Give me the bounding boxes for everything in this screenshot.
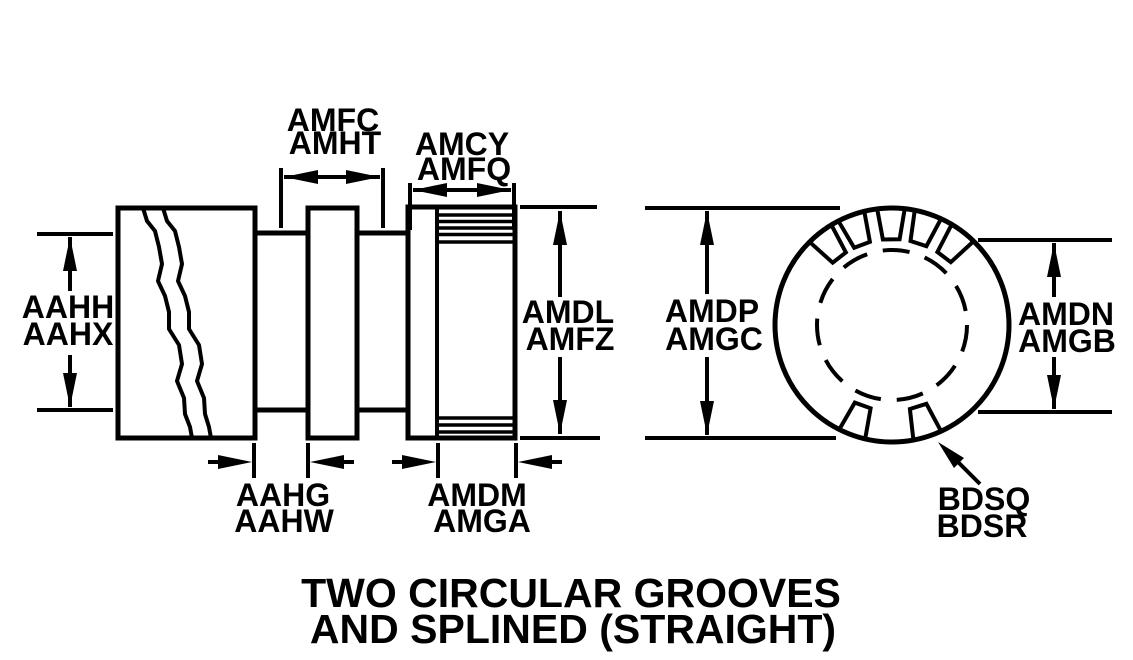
leader-line (953, 457, 982, 486)
arrowhead-right (218, 455, 252, 469)
dim-code: AMCY (415, 126, 509, 162)
arrowhead-left (413, 183, 447, 197)
arrowhead-left (284, 170, 318, 184)
spline-tooth (875, 207, 907, 242)
callout-code: BDSR (937, 508, 1028, 544)
dim-code: AAHH (22, 289, 114, 325)
figure-title-line-1: TWO CIRCULAR GROOVES (301, 570, 841, 616)
dim-code: AMFZ (526, 321, 615, 357)
dim-code: AMGA (433, 503, 531, 539)
break-line-right (161, 207, 213, 439)
dimension-groove-spacing: AMFC AMHT (279, 102, 385, 228)
outer-circle (772, 205, 1012, 445)
dim-code: AMGC (665, 321, 763, 357)
dim-code: AAHG (236, 477, 330, 513)
spline-crest-lines-bottom (437, 416, 515, 434)
dim-code: AMGB (1018, 323, 1116, 359)
shaft-end-view (772, 205, 1012, 445)
dimension-end-view-outside-diameter: AMDP AMGC (645, 206, 840, 440)
arrowhead-up (553, 211, 567, 245)
arrowhead-left (518, 455, 552, 469)
dim-code: AMDP (665, 293, 759, 329)
arrowhead-right (346, 170, 380, 184)
figure-title-line-2: AND SPLINED (STRAIGHT) (310, 606, 836, 652)
splined-end-section (405, 204, 518, 441)
shaft-side-view (115, 204, 518, 441)
spline-tooth (836, 210, 873, 251)
spline-tooth (837, 400, 873, 441)
dim-code: AAHW (234, 503, 334, 539)
arrowhead-down (63, 373, 77, 407)
dimension-groove-width: AAHG AAHW (208, 443, 354, 539)
spline-crest-lines-top (437, 213, 515, 244)
arrowhead-up (700, 211, 714, 245)
land-between-grooves (305, 205, 360, 441)
spline-teeth (807, 207, 976, 442)
dim-code: AMHT (289, 125, 382, 161)
dimension-spline-length: AMDM AMGA (392, 443, 562, 539)
shaft-body-section (115, 205, 258, 441)
spline-tooth (934, 222, 976, 265)
arrowhead-right (477, 183, 511, 197)
dim-code: AMDN (1018, 296, 1114, 332)
break-line-left (141, 207, 194, 439)
dim-code: AMFQ (417, 151, 511, 187)
root-circle-dashed (815, 248, 969, 402)
dimension-splined-end-diameter: AMDL AMFZ (520, 205, 615, 440)
dim-code: AMFC (287, 102, 379, 138)
arrowhead-down (1047, 375, 1061, 409)
dimension-end-view-minor-diameter: AMDN AMGB (978, 238, 1116, 414)
arrowhead-left (310, 455, 344, 469)
arrowhead-down (700, 401, 714, 435)
spline-tooth (907, 401, 944, 442)
arrowhead-up (63, 237, 77, 271)
arrowhead-up-left (938, 442, 964, 468)
callout-code: BDSQ (938, 481, 1030, 517)
spline-tooth (908, 208, 944, 249)
callout-spline-teeth: BDSQ BDSR (937, 442, 1030, 544)
dim-code: AMDM (427, 477, 527, 513)
dimension-shaft-groove-diameter: AAHH AAHX (22, 232, 114, 412)
arrowhead-right (402, 455, 436, 469)
dim-code: AAHX (23, 316, 114, 352)
arrowhead-down (553, 400, 567, 434)
arrowhead-up (1047, 243, 1061, 277)
spline-tooth (807, 223, 849, 266)
dim-code: AMDL (522, 294, 614, 330)
figure-title: TWO CIRCULAR GROOVES AND SPLINED (STRAIG… (301, 570, 841, 652)
dimension-splined-end-length-overall: AMCY AMFQ (408, 126, 516, 230)
